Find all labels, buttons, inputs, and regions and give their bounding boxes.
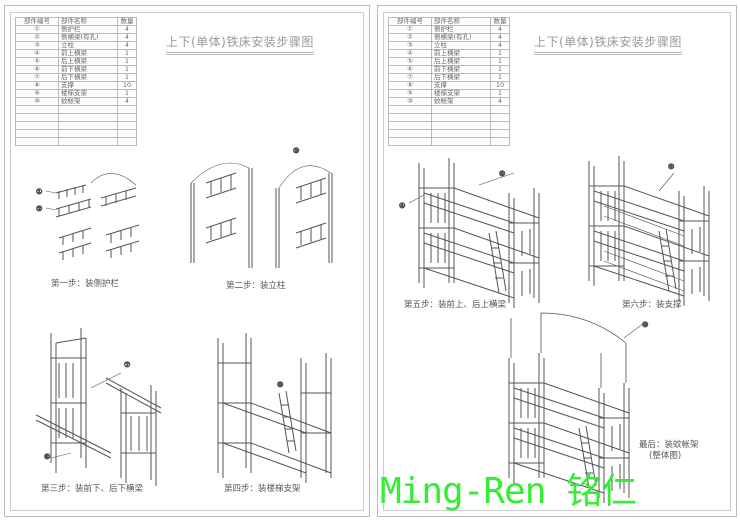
bunk-step-5 [408, 157, 540, 309]
final-step-sublabel: (整体图) [649, 451, 682, 461]
empty-cell [117, 137, 137, 146]
empty-row [15, 137, 137, 146]
page-title: 上下(单体)铁床安装步骤图 [166, 33, 314, 55]
callout-2: ② [36, 205, 42, 213]
page-title: 上下(单体)铁床安装步骤图 [534, 33, 682, 55]
step-2-label: 第二步：装立柱 [226, 281, 286, 291]
side-rail-parts [45, 173, 140, 260]
step-1-label: 第一步：装侧护栏 [51, 279, 120, 289]
step-4-label: 第四步：装楼梯支架 [224, 484, 301, 494]
final-step-label: 最后：装蚊帐架 [639, 440, 699, 450]
empty-cell [490, 137, 510, 146]
frame-with-lower-beams [35, 328, 162, 486]
callout-5: ⑤ [499, 170, 505, 178]
callout-1: ① [36, 188, 42, 196]
callout-8: ⑧ [668, 163, 674, 171]
step-3-label: 第三步：装前下、后下横梁 [41, 484, 144, 494]
step-6-label: 第六步：装支撑 [622, 300, 682, 310]
assembly-steps-5-final: ④ ⑤ ⑧ ⑩ [399, 155, 710, 504]
step-5-label: 第五步：装前上、后上横梁 [404, 300, 507, 310]
watermark: Ming-Ren 铭仁 [380, 471, 637, 512]
bunk-final-with-canopy [508, 312, 645, 504]
bunk-step-6 [588, 155, 710, 307]
frame-with-ladder [217, 333, 332, 483]
posts-with-rails [190, 162, 333, 268]
callout-6: ⑥ [44, 453, 50, 461]
callout-9: ⑨ [277, 381, 283, 389]
callout-4: ④ [399, 202, 405, 210]
callout-3: ③ [293, 147, 299, 155]
empty-row [388, 137, 510, 146]
callout-7: ⑦ [124, 361, 130, 369]
assembly-steps-1-4: ① ② ③ ⑦ [35, 147, 333, 486]
callout-10: ⑩ [642, 321, 648, 329]
